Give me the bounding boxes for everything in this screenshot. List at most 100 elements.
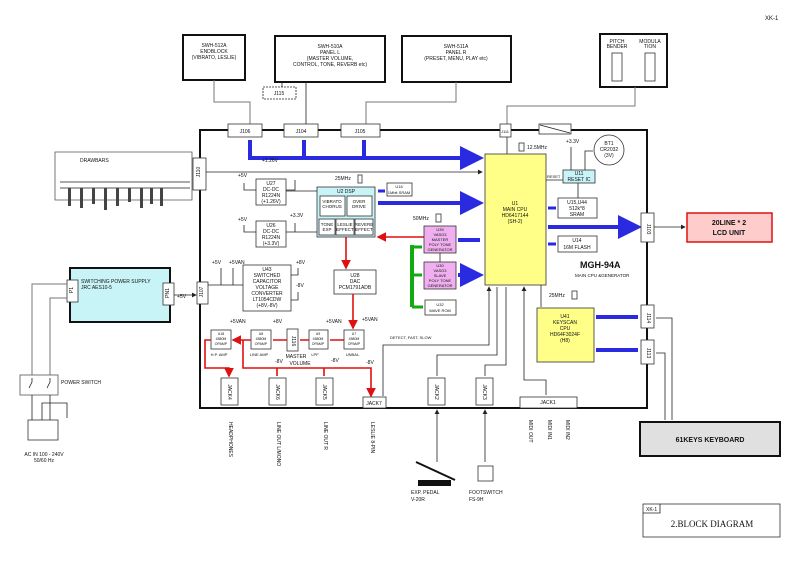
- svg-text:SWH-510A: SWH-510A: [317, 44, 343, 50]
- jack1[interactable]: JACK1: [519, 396, 578, 409]
- svg-text:+3.3V: +3.3V: [290, 213, 304, 219]
- svg-text:16M FLASH: 16M FLASH: [563, 245, 591, 251]
- svg-text:DRIVE: DRIVE: [352, 204, 366, 209]
- svg-text:+8V: +8V: [273, 319, 283, 325]
- svg-text:4580M: 4580M: [256, 337, 267, 341]
- svg-text:J113: J113: [645, 348, 651, 359]
- svg-text:OVER: OVER: [353, 199, 367, 204]
- svg-text:HD6417144: HD6417144: [502, 213, 529, 219]
- svg-text:MIDI IN1: MIDI IN1: [546, 420, 552, 440]
- svg-text:CONTROL, TONE, REVERB etc): CONTROL, TONE, REVERB etc): [293, 62, 367, 68]
- svg-text:(+8V,-8V): (+8V,-8V): [256, 303, 277, 309]
- svg-text:+5VAN: +5VAN: [326, 319, 342, 325]
- svg-text:20LINE * 2: 20LINE * 2: [712, 220, 746, 227]
- svg-text:+5V: +5V: [177, 294, 187, 300]
- svg-text:+5VAN: +5VAN: [230, 319, 246, 325]
- svg-text:RESET IC: RESET IC: [568, 177, 591, 183]
- svg-text:1Mbit SRAM: 1Mbit SRAM: [388, 190, 410, 195]
- svg-text:-8V: -8V: [275, 359, 283, 365]
- svg-text:U11: U11: [575, 171, 584, 177]
- svg-text:25MHz: 25MHz: [549, 293, 565, 299]
- svg-text:(H8): (H8): [560, 338, 570, 344]
- svg-text:GENERATOR: GENERATOR: [428, 283, 453, 288]
- svg-text:HEADPHONES: HEADPHONES: [227, 422, 233, 458]
- svg-text:U8: U8: [259, 332, 264, 336]
- svg-text:J105: J105: [355, 129, 366, 135]
- panel-r: SWH-511A PANEL R (PRESET, MENU, PLAY etc…: [401, 35, 512, 83]
- svg-text:EFFECT: EFFECT: [355, 227, 373, 232]
- svg-text:UNBAL.: UNBAL.: [346, 352, 360, 357]
- svg-text:(PRESET, MENU, PLAY etc): (PRESET, MENU, PLAY etc): [424, 56, 488, 62]
- j103: J103: [640, 212, 655, 243]
- svg-text:VASG3: VASG3: [433, 232, 447, 237]
- jack6[interactable]: JACK6: [268, 377, 287, 406]
- pn1: PN1: [162, 282, 175, 306]
- svg-text:FOOTSWITCH: FOOTSWITCH: [469, 490, 503, 496]
- svg-text:SWH-512A: SWH-512A: [201, 43, 227, 49]
- main-board-mgh-94a: [199, 129, 648, 409]
- svg-text:U26: U26: [266, 223, 275, 229]
- svg-text:SWITCHING POWER SUPPLY: SWITCHING POWER SUPPLY: [81, 279, 151, 285]
- svg-text:50MHz: 50MHz: [413, 216, 429, 222]
- svg-text:MASTER: MASTER: [432, 237, 449, 242]
- jack4[interactable]: JACK4: [220, 377, 239, 406]
- svg-text:LPF: LPF: [311, 352, 319, 357]
- j115-label: J115: [274, 91, 285, 97]
- svg-text:DETECT, FAST, SLOW: DETECT, FAST, SLOW: [390, 335, 432, 340]
- j110: J110: [192, 157, 207, 191]
- svg-text:MIDI OUT: MIDI OUT: [527, 420, 533, 443]
- svg-text:BENDER: BENDER: [607, 44, 628, 50]
- svg-text:PCM1791ADB: PCM1791ADB: [339, 285, 372, 291]
- jack5[interactable]: JACK5: [315, 377, 334, 406]
- jack2[interactable]: JACK2: [427, 377, 446, 406]
- svg-text:HD64F3024F: HD64F3024F: [550, 332, 580, 338]
- svg-text:U30: U30: [436, 263, 444, 268]
- svg-text:U39: U39: [436, 227, 444, 232]
- footswitch-icon: [477, 465, 494, 482]
- svg-text:CPU: CPU: [560, 326, 571, 332]
- power-switch[interactable]: [19, 374, 59, 396]
- svg-text:U14: U14: [572, 238, 581, 244]
- svg-text:+5V: +5V: [212, 260, 222, 266]
- svg-text:LCD UNIT: LCD UNIT: [713, 230, 746, 237]
- j116-master-volume[interactable]: J116: [286, 328, 299, 352]
- svg-text:2.BLOCK DIAGRAM: 2.BLOCK DIAGRAM: [671, 519, 754, 529]
- svg-text:SRAM: SRAM: [570, 212, 584, 218]
- jack3[interactable]: JACK3: [475, 377, 494, 406]
- svg-text:DRAWBARS: DRAWBARS: [80, 158, 109, 164]
- svg-text:VASG3: VASG3: [433, 268, 447, 273]
- svg-text:(VIBRATO, LESLIE): (VIBRATO, LESLIE): [192, 55, 237, 61]
- svg-text:+5VAN: +5VAN: [362, 317, 378, 323]
- svg-text:JACK5: JACK5: [321, 384, 327, 400]
- svg-text:R1224N: R1224N: [262, 193, 281, 199]
- svg-text:OPAMP: OPAMP: [312, 342, 325, 346]
- svg-text:+1.26V: +1.26V: [262, 158, 279, 164]
- svg-text:EFFECT: EFFECT: [336, 227, 354, 232]
- output-labels: HEADPHONES LINE OUT L/MONO LINE OUT R LE…: [227, 420, 570, 466]
- svg-text:SWITCHED: SWITCHED: [254, 273, 281, 279]
- svg-text:-8V: -8V: [366, 360, 374, 366]
- svg-text:JACK1: JACK1: [540, 400, 556, 406]
- jack7[interactable]: JACK7: [362, 396, 387, 409]
- svg-text:PITCH: PITCH: [610, 39, 625, 45]
- svg-text:P1: P1: [69, 287, 75, 293]
- keyboard-61keys: 61KEYS KEYBOARD: [639, 421, 781, 457]
- svg-text:CHORUS: CHORUS: [322, 204, 342, 209]
- svg-text:DC-DC: DC-DC: [263, 187, 279, 193]
- svg-text:J114: J114: [645, 313, 651, 324]
- svg-text:(+1.26V): (+1.26V): [261, 199, 281, 205]
- board-subtitle: MAIN CPU &GENERATOR: [575, 273, 630, 278]
- svg-text:XK-1: XK-1: [646, 507, 657, 513]
- svg-text:U27: U27: [266, 181, 275, 187]
